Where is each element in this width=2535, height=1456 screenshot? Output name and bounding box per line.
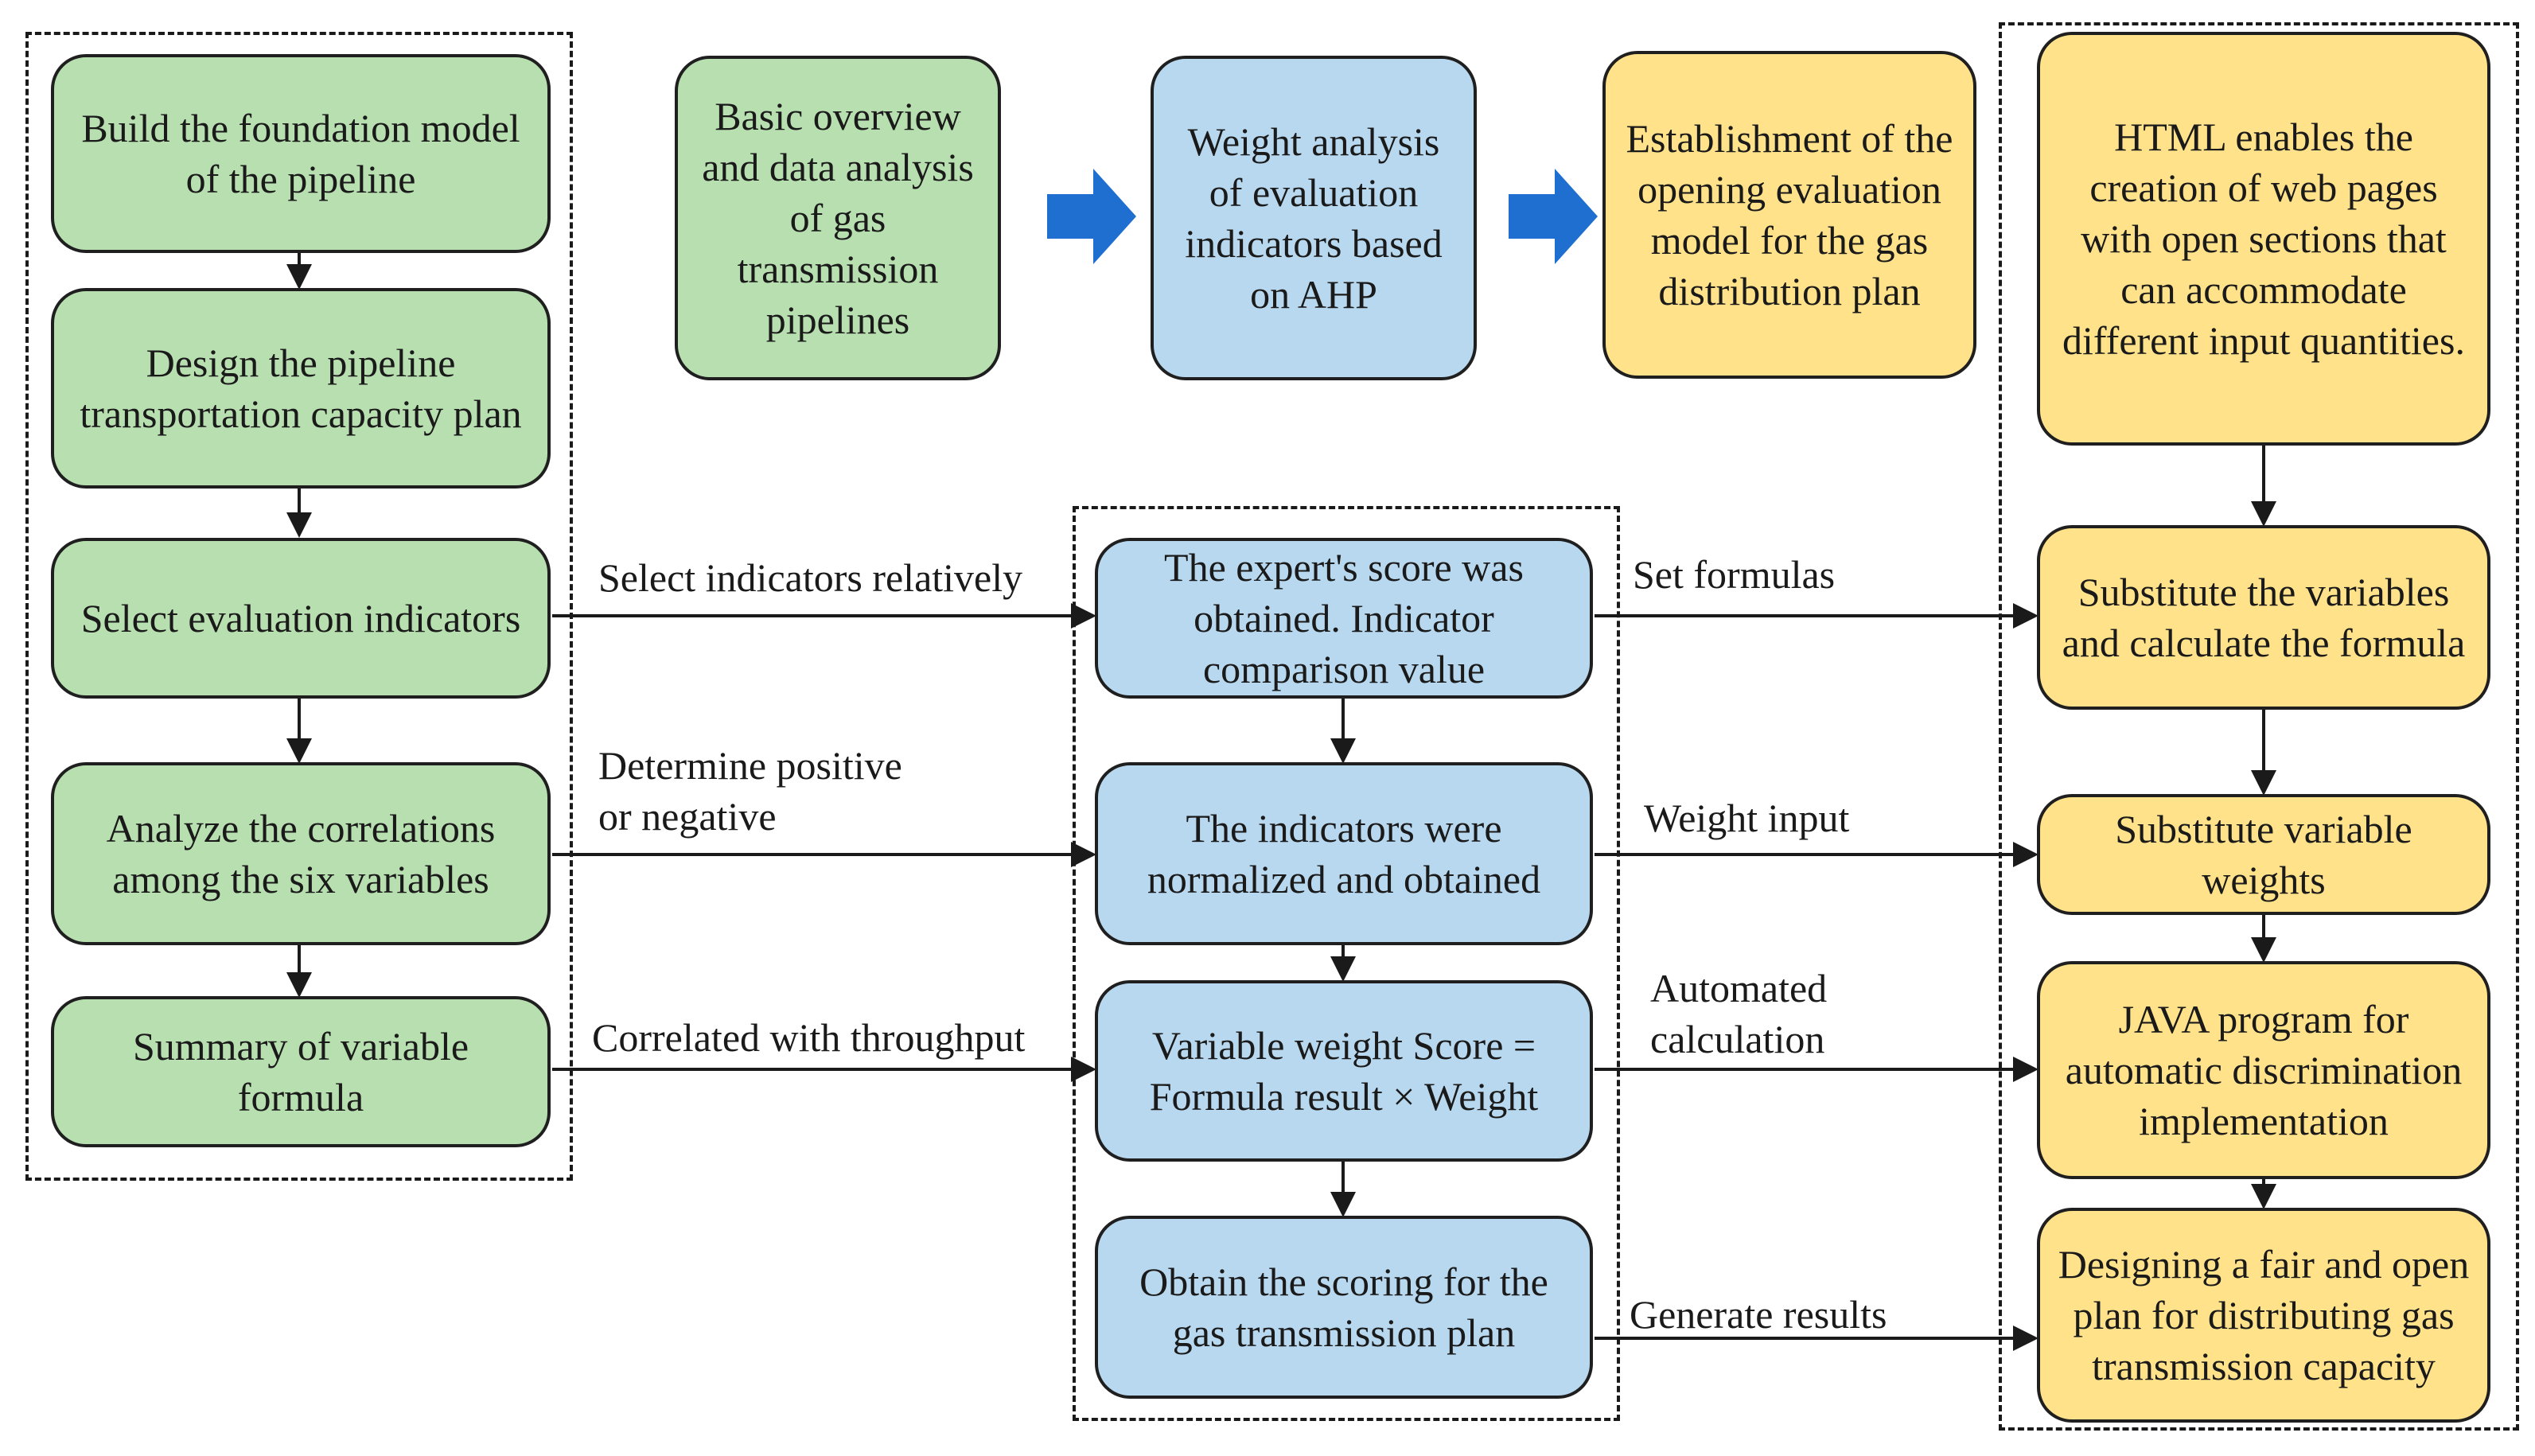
substitute-calculate-text: Substitute the variables and calculate t…	[2062, 570, 2466, 665]
overview-text: Basic overview and data analysis of gas …	[702, 94, 974, 342]
designing-plan-text: Designing a fair and open plan for distr…	[2058, 1242, 2470, 1388]
variable-weight-text: Variable weight Score = Formula result ×…	[1149, 1023, 1539, 1119]
design-plan-text: Design the pipeline transportation capac…	[80, 341, 522, 436]
analyze-correlations-box: Analyze the correlations among the six v…	[51, 762, 551, 945]
label-set-formulas: Set formulas	[1633, 552, 1836, 597]
java-program-text: JAVA program for automatic discriminatio…	[2065, 997, 2463, 1143]
expert-score-text: The expert's score was obtained. Indicat…	[1164, 545, 1524, 691]
weight-analysis-text: Weight analysis of evaluation indicators…	[1185, 119, 1443, 317]
label-determine-line1: Determine positive	[598, 743, 902, 788]
label-automated-line2: calculation	[1650, 1017, 1825, 1061]
right-group	[1999, 22, 2519, 1431]
label-determine-line2: or negative	[598, 794, 777, 839]
build-model-box: Build the foundation model of the pipeli…	[51, 54, 551, 253]
normalized-text: The indicators were normalized and obtai…	[1147, 806, 1541, 901]
flow-arrow-2	[1509, 169, 1598, 264]
design-plan-box: Design the pipeline transportation capac…	[51, 288, 551, 489]
overview-box: Basic overview and data analysis of gas …	[675, 56, 1001, 380]
establishment-text: Establishment of the opening evaluation …	[1626, 116, 1953, 313]
obtain-scoring-box: Obtain the scoring for the gas transmiss…	[1095, 1216, 1593, 1399]
select-indicators-box: Select evaluation indicators	[51, 538, 551, 699]
build-model-text: Build the foundation model of the pipeli…	[81, 106, 520, 201]
substitute-calculate-box: Substitute the variables and calculate t…	[2037, 525, 2490, 710]
label-correlated: Correlated with throughput	[592, 1015, 1026, 1060]
html-enables-text: HTML enables the creation of web pages w…	[2062, 115, 2465, 363]
normalized-box: The indicators were normalized and obtai…	[1095, 762, 1593, 945]
left-group	[25, 32, 573, 1181]
analyze-correlations-text: Analyze the correlations among the six v…	[106, 806, 496, 901]
html-enables-box: HTML enables the creation of web pages w…	[2037, 32, 2490, 446]
java-program-box: JAVA program for automatic discriminatio…	[2037, 961, 2490, 1179]
obtain-scoring-text: Obtain the scoring for the gas transmiss…	[1139, 1259, 1548, 1355]
designing-plan-box: Designing a fair and open plan for distr…	[2037, 1208, 2490, 1423]
label-generate-results: Generate results	[1630, 1292, 1887, 1337]
middle-group	[1073, 506, 1620, 1421]
select-indicators-text: Select evaluation indicators	[80, 596, 521, 640]
label-automated-line1: Automated	[1650, 966, 1828, 1010]
establishment-box: Establishment of the opening evaluation …	[1602, 51, 1976, 379]
variable-weight-box: Variable weight Score = Formula result ×…	[1095, 980, 1593, 1162]
label-weight-input: Weight input	[1644, 796, 1850, 840]
summary-formula-text: Summary of variable formula	[132, 1024, 469, 1119]
flow-arrow-1	[1047, 169, 1136, 264]
expert-score-box: The expert's score was obtained. Indicat…	[1095, 538, 1593, 699]
substitute-weights-box: Substitute variable weights	[2037, 794, 2490, 915]
substitute-weights-text: Substitute variable weights	[2115, 807, 2412, 902]
summary-formula-box: Summary of variable formula	[51, 996, 551, 1147]
label-select-relatively: Select indicators relatively	[598, 555, 1023, 600]
weight-analysis-box: Weight analysis of evaluation indicators…	[1151, 56, 1477, 380]
